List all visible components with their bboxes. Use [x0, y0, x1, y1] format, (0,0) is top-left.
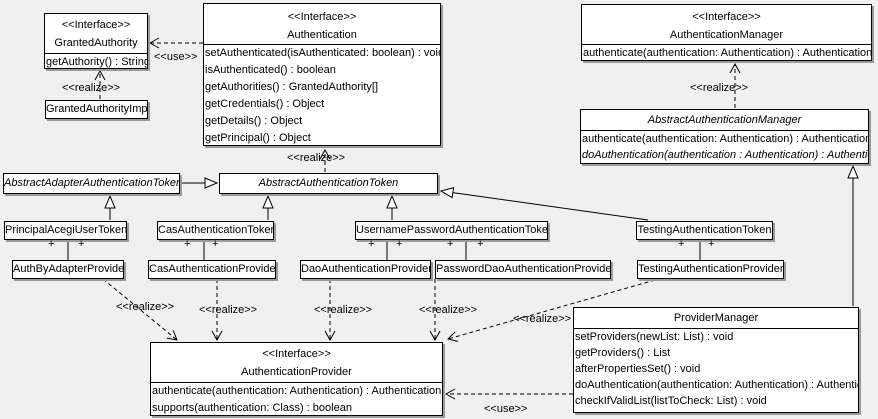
- method: getDetails() : Object: [205, 115, 303, 127]
- association-plus: +: [477, 238, 484, 250]
- association-plus: +: [78, 238, 85, 250]
- method: authenticate(authentication: Authenticat…: [152, 385, 442, 397]
- class-name: GrantedAuthority: [54, 37, 138, 49]
- association-plus: +: [184, 238, 191, 250]
- edge-label-realize: <<realize>>: [690, 82, 749, 94]
- method: afterPropertiesSet() : void: [575, 363, 701, 375]
- class-abstract-authentication-token: AbstractAuthenticationToken: [219, 173, 438, 194]
- stereotype: <<Interface>>: [61, 19, 131, 31]
- class-name: TestingAuthenticationProvider: [638, 263, 784, 275]
- association-plus: +: [396, 238, 403, 250]
- association-plus: +: [212, 238, 219, 250]
- method: checkIfValidList(listToCheck: List) : vo…: [575, 395, 767, 407]
- class-name: AuthenticationManager: [669, 29, 784, 41]
- method: doAuthentication(authentication : Authen…: [582, 149, 868, 161]
- class-name: AuthByAdapterProvider: [13, 263, 124, 275]
- class-testing-authentication-provider: TestingAuthenticationProvider: [637, 260, 784, 279]
- class-name: Authentication: [287, 29, 357, 41]
- class-principal-acegi-user-token: PrincipalAcegiUserToken: [4, 221, 127, 240]
- method: getProviders() : List: [575, 347, 671, 359]
- class-password-dao-authentication-provider: PasswordDaoAuthenticationProvider: [435, 260, 611, 279]
- class-name: AbstractAuthenticationManager: [647, 114, 802, 126]
- edge-realize-testingauthenticationprovider: [448, 279, 656, 339]
- class-granted-authority-impl: GrantedAuthorityImpl: [45, 100, 148, 119]
- edge-label-realize: <<realize>>: [199, 304, 258, 316]
- class-name: AbstractAuthenticationToken: [258, 177, 399, 189]
- class-name: PrincipalAcegiUserToken: [5, 224, 127, 236]
- method: setAuthenticated(isAuthenticated: boolea…: [205, 47, 440, 59]
- association-plus: +: [708, 238, 715, 250]
- class-provider-manager: ProviderManager setProviders(newList: Li…: [573, 307, 859, 413]
- edge-realize-authbyadapterprovider: [102, 278, 177, 340]
- class-authentication: <<Interface>> Authentication setAuthenti…: [203, 3, 441, 146]
- edge-label-realize: <<realize>>: [287, 152, 346, 164]
- stereotype: <<Interface>>: [287, 11, 357, 23]
- edge-label-realize: <<realize>>: [419, 304, 478, 316]
- class-name: GrantedAuthorityImpl: [46, 103, 148, 115]
- class-authentication-manager: <<Interface>> AuthenticationManager auth…: [581, 4, 872, 61]
- class-name: AbstractAdapterAuthenticationToken: [4, 177, 180, 189]
- class-auth-by-adapter-provider: AuthByAdapterProvider: [12, 260, 124, 279]
- edge-label-realize: <<realize>>: [314, 304, 373, 316]
- method: authenticate(authentication: Authenticat…: [582, 133, 868, 145]
- class-name: PasswordDaoAuthenticationProvider: [436, 263, 611, 275]
- class-name: ProviderManager: [673, 312, 759, 324]
- stereotype: <<Interface>>: [262, 348, 331, 360]
- edge-gen-testingauthenticationtoken: [441, 191, 649, 221]
- edge-label-realize: <<realize>>: [116, 301, 175, 313]
- method: supports(authentication: Class) : boolea…: [152, 402, 352, 414]
- class-granted-authority: <<Interface>> GrantedAuthority getAuthor…: [44, 13, 148, 69]
- class-name: CasAuthenticationProvider: [149, 263, 276, 275]
- association-plus: +: [447, 238, 454, 250]
- edge-label-use: <<use>>: [154, 51, 198, 63]
- association-plus: +: [368, 238, 375, 250]
- method: getAuthorities() : GrantedAuthority[]: [205, 81, 379, 93]
- method: setProviders(newList: List) : void: [575, 331, 734, 343]
- stereotype: <<Interface>>: [692, 11, 761, 23]
- method: getPrincipal() : Object: [205, 132, 311, 144]
- class-name: CasAuthenticationToken: [158, 224, 274, 236]
- class-name: AuthenticationProvider: [241, 366, 352, 378]
- association-plus: +: [48, 238, 55, 250]
- class-name: DaoAuthenticationProvider: [301, 263, 431, 275]
- class-cas-authentication-provider: CasAuthenticationProvider: [148, 260, 276, 279]
- class-name: UsernamePasswordAuthenticationToken: [356, 224, 548, 236]
- class-abstract-authentication-manager: AbstractAuthenticationManager authentica…: [580, 109, 869, 164]
- class-username-password-authentication-token: UsernamePasswordAuthenticationToken: [355, 221, 548, 240]
- class-abstract-adapter-authentication-token: AbstractAdapterAuthenticationToken: [3, 173, 180, 194]
- edge-label-use: <<use>>: [484, 403, 528, 415]
- class-cas-authentication-token: CasAuthenticationToken: [157, 221, 274, 240]
- method: authenticate(authentication: Authenticat…: [583, 47, 871, 59]
- edge-label-realize: <<realize>>: [62, 82, 121, 94]
- association-plus: +: [678, 238, 685, 250]
- method: getAuthority() : String: [46, 56, 147, 68]
- class-dao-authentication-provider: DaoAuthenticationProvider: [300, 260, 431, 279]
- class-name: TestingAuthenticationToken: [637, 224, 772, 236]
- class-testing-authentication-token: TestingAuthenticationToken: [636, 221, 773, 240]
- class-authentication-provider: <<Interface>> AuthenticationProvider aut…: [150, 342, 443, 416]
- method: getCredentials() : Object: [205, 98, 325, 110]
- method: doAuthentication(authentication: Authent…: [575, 379, 858, 391]
- edge-label-realize: <<realize>>: [513, 313, 572, 325]
- method: isAuthenticated() : boolean: [205, 64, 336, 76]
